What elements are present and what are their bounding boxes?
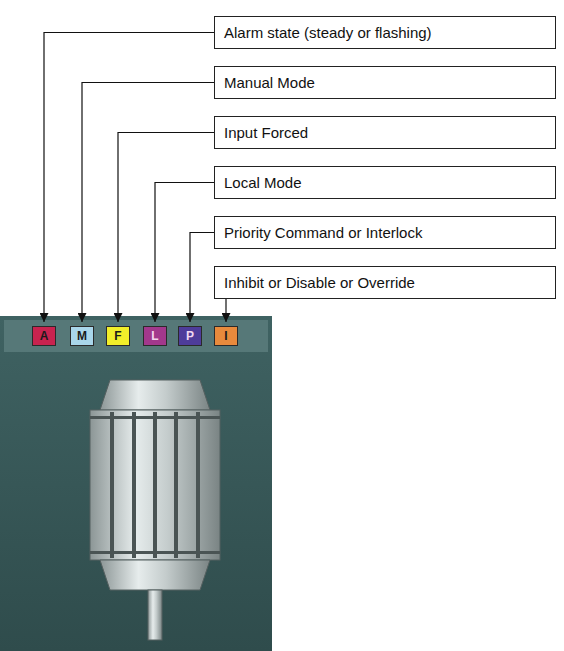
label-box: Manual Mode xyxy=(214,66,556,99)
motor-fin xyxy=(110,412,114,558)
node-text: I xyxy=(224,329,227,343)
leader-arrow xyxy=(44,33,214,323)
status-square: A xyxy=(32,326,56,346)
leader-arrow xyxy=(190,233,214,323)
label-box: Alarm state (steady or flashing) xyxy=(214,16,556,49)
motor-shaft xyxy=(148,590,162,640)
motor-panel xyxy=(0,316,272,651)
status-square: I xyxy=(214,326,238,346)
node-text: Input Forced xyxy=(224,124,308,141)
motor-body xyxy=(90,410,220,560)
status-square: L xyxy=(143,326,167,346)
status-square: P xyxy=(178,326,202,346)
node-text: M xyxy=(77,329,87,343)
label-box: Priority Command or Interlock xyxy=(214,216,556,249)
node-text: A xyxy=(40,329,49,343)
label-box: Inhibit or Disable or Override xyxy=(214,266,556,299)
status-square: F xyxy=(106,326,130,346)
leader-arrow xyxy=(118,133,214,323)
motor-fin xyxy=(153,412,157,558)
node-text: P xyxy=(186,329,194,343)
motor-fin xyxy=(174,412,178,558)
motor-top-cap xyxy=(100,380,210,410)
status-square: M xyxy=(70,326,94,346)
motor-fin xyxy=(132,412,136,558)
node-text: Local Mode xyxy=(224,174,302,191)
status-strip xyxy=(4,320,268,352)
leader-arrow xyxy=(225,299,226,322)
leader-arrow xyxy=(155,183,214,323)
node-text: F xyxy=(114,329,121,343)
leader-arrow xyxy=(82,83,214,323)
node-text: L xyxy=(151,329,158,343)
node-text: Priority Command or Interlock xyxy=(224,224,422,241)
motor-fin xyxy=(196,412,200,558)
label-box: Local Mode xyxy=(214,166,556,199)
motor-bottom-cap xyxy=(100,560,210,590)
label-box: Input Forced xyxy=(214,116,556,149)
motor-band xyxy=(90,416,220,419)
node-text: Manual Mode xyxy=(224,74,315,91)
motor-band xyxy=(90,551,220,554)
node-text: Alarm state (steady or flashing) xyxy=(224,24,432,41)
node-text: Inhibit or Disable or Override xyxy=(224,274,415,291)
motor-fins xyxy=(90,412,220,558)
